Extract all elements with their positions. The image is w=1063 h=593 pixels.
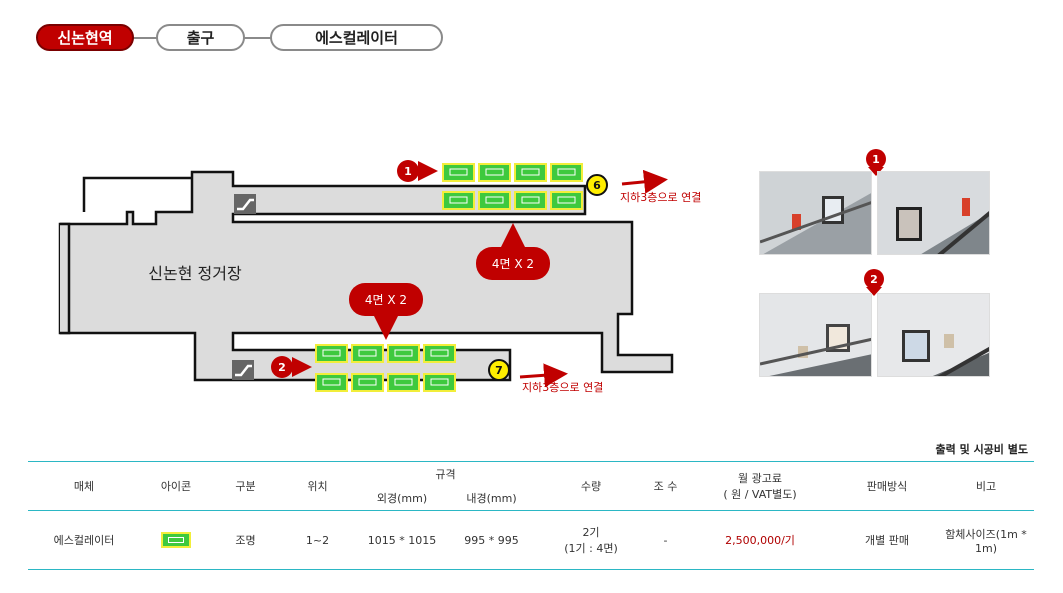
ad-panel[interactable] bbox=[423, 344, 456, 363]
cell-inner: 995 * 995 bbox=[464, 533, 519, 547]
header-qty: 수량 bbox=[535, 461, 647, 511]
header-position: 위치 bbox=[279, 461, 356, 511]
cell-faces: - bbox=[663, 533, 668, 547]
connection-upper: 지하3층으로 연결 bbox=[620, 169, 701, 204]
breadcrumb-escalator[interactable]: 에스컬레이터 bbox=[270, 24, 443, 51]
svg-text:1: 1 bbox=[872, 153, 880, 166]
cell-sale: 개별 판매 bbox=[865, 534, 909, 547]
photo-escalator-2b bbox=[877, 293, 990, 377]
cell-media: 에스컬레이터 bbox=[53, 534, 115, 547]
header-faces: 조 수 bbox=[647, 461, 684, 511]
escalator-icon bbox=[232, 360, 254, 380]
cell-position: 1~2 bbox=[305, 533, 330, 547]
area-label: 신논현 정거장 bbox=[148, 264, 242, 283]
svg-text:6: 6 bbox=[593, 179, 601, 192]
ad-panel[interactable] bbox=[351, 344, 384, 363]
escalator-icon bbox=[234, 194, 256, 214]
ad-panel[interactable] bbox=[514, 163, 547, 182]
photo-escalator-1a bbox=[759, 171, 872, 255]
ad-panel[interactable] bbox=[478, 163, 511, 182]
ad-panel[interactable] bbox=[387, 344, 420, 363]
header-sale: 판매방식 bbox=[836, 461, 938, 511]
svg-text:2: 2 bbox=[278, 361, 286, 374]
breadcrumb-connector bbox=[243, 37, 271, 39]
ad-panel-icon bbox=[161, 532, 191, 548]
cell-outer: 1015 * 1015 bbox=[367, 533, 437, 547]
header-inner: 내경(mm) bbox=[466, 492, 517, 505]
callout-lower: 4면 X 2 bbox=[349, 283, 423, 340]
ad-panel[interactable] bbox=[550, 163, 583, 182]
breadcrumb-exit[interactable]: 출구 bbox=[156, 24, 245, 51]
ad-panel[interactable] bbox=[387, 373, 420, 392]
marker-6[interactable]: 6 bbox=[586, 174, 608, 196]
header-outer: 외경(mm) bbox=[376, 492, 428, 505]
table-row: 에스컬레이터 조명 1~2 1015 * 1015 995 * 995 2기 (… bbox=[28, 511, 1034, 570]
callout-upper: 4면 X 2 bbox=[476, 223, 550, 280]
header-media: 매체 bbox=[28, 461, 140, 511]
header-price: 월 광고료 ( 원 / VAT별도) bbox=[684, 461, 836, 511]
photo-escalator-2a bbox=[759, 293, 872, 377]
marker-7[interactable]: 7 bbox=[488, 359, 510, 381]
cell-qty: 2기 (1기 : 4면) bbox=[564, 526, 618, 555]
breadcrumb-connector bbox=[132, 37, 158, 39]
breadcrumb: 신논현역 출구 에스컬레이터 bbox=[0, 0, 460, 60]
ad-panel[interactable] bbox=[442, 191, 475, 210]
ad-panel[interactable] bbox=[315, 373, 348, 392]
header-remark: 비고 bbox=[938, 461, 1034, 511]
ad-panel[interactable] bbox=[351, 373, 384, 392]
header-type: 구분 bbox=[212, 461, 279, 511]
header-spec: 규격 bbox=[356, 461, 535, 486]
ad-panel[interactable] bbox=[315, 344, 348, 363]
ad-panel[interactable] bbox=[442, 163, 475, 182]
svg-text:지하3층으로 연결: 지하3층으로 연결 bbox=[522, 380, 603, 394]
svg-text:4면 X 2: 4면 X 2 bbox=[365, 293, 407, 307]
ad-panel[interactable] bbox=[478, 191, 511, 210]
connection-lower: 지하3층으로 연결 bbox=[519, 363, 603, 394]
cell-type: 조명 bbox=[235, 534, 256, 547]
cell-remark: 함체사이즈(1m * 1m) bbox=[945, 527, 1027, 555]
svg-text:지하3층으로 연결: 지하3층으로 연결 bbox=[620, 190, 701, 204]
marker-2[interactable]: 2 bbox=[271, 356, 293, 378]
svg-text:2: 2 bbox=[870, 273, 878, 286]
ad-panel[interactable] bbox=[550, 191, 583, 210]
spec-table: 매체 아이콘 구분 위치 규격 수량 조 수 월 광고료 ( 원 / VAT별도… bbox=[28, 461, 1034, 570]
header-icon: 아이콘 bbox=[140, 461, 212, 511]
svg-text:4면 X 2: 4면 X 2 bbox=[492, 257, 534, 271]
marker-1[interactable]: 1 bbox=[397, 160, 419, 182]
ad-panel[interactable] bbox=[514, 191, 547, 210]
ad-panel-group bbox=[315, 163, 583, 392]
svg-text:7: 7 bbox=[495, 364, 503, 377]
svg-text:1: 1 bbox=[404, 165, 412, 178]
cell-icon bbox=[140, 511, 212, 570]
ad-panel[interactable] bbox=[423, 373, 456, 392]
breadcrumb-station[interactable]: 신논현역 bbox=[36, 24, 134, 51]
cost-note: 출력 및 시공비 별도 bbox=[935, 443, 1028, 456]
cell-price: 2,500,000/기 bbox=[725, 534, 795, 547]
photo-marker-2: 2 bbox=[864, 269, 884, 296]
photo-escalator-1b bbox=[877, 171, 990, 255]
photo-marker-1: 1 bbox=[866, 149, 886, 176]
